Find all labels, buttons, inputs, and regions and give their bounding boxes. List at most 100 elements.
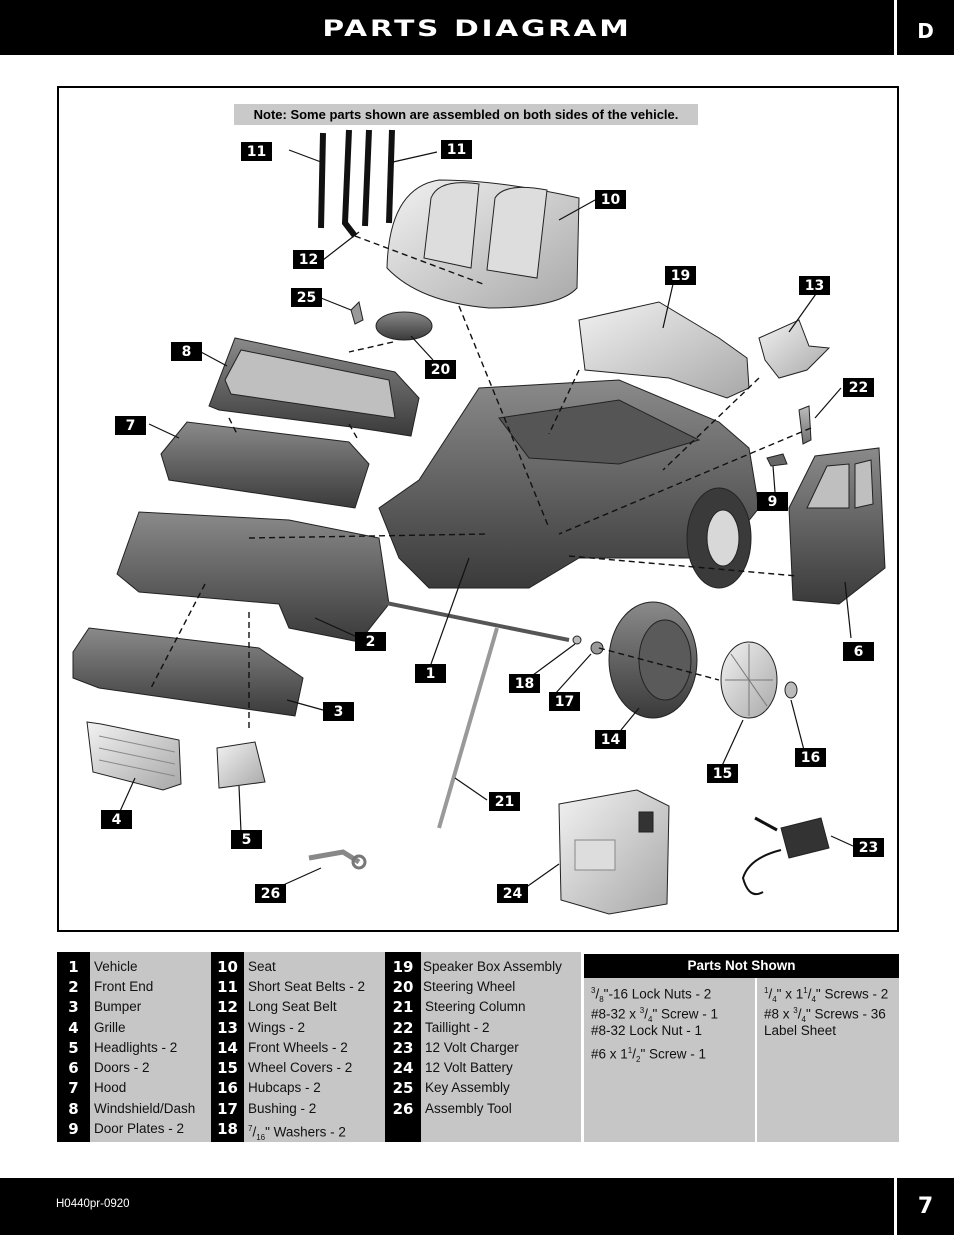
- part-number: 18: [217, 1120, 238, 1138]
- callout-20: 20: [425, 360, 456, 379]
- washer-part: [572, 635, 582, 645]
- parts-list-col2: [244, 952, 385, 1142]
- part-name: Grille: [94, 1020, 126, 1035]
- part-name: Front End: [94, 979, 154, 994]
- page-number: 7: [897, 1178, 954, 1235]
- callout-6: 6: [843, 642, 874, 661]
- grille-part: [86, 721, 182, 791]
- part-name: Wheel Covers - 2: [248, 1060, 353, 1075]
- part-number: 11: [217, 978, 238, 996]
- part-name: Long Seat Belt: [248, 999, 337, 1014]
- parts-list-col3: [421, 952, 581, 1142]
- page-title: PARTS DIAGRAM: [322, 17, 632, 42]
- callout-25: 25: [291, 288, 322, 307]
- part-number: 15: [217, 1059, 238, 1077]
- callout-9: 9: [757, 492, 788, 511]
- assembly-note: Note: Some parts shown are assembled on …: [234, 104, 698, 125]
- part-name: Hood: [94, 1080, 127, 1095]
- diagram-frame: Note: Some parts shown are assembled on …: [57, 86, 899, 932]
- part-number: 22: [392, 1019, 414, 1037]
- callout-11: 11: [441, 140, 472, 159]
- charger-part: [780, 817, 830, 859]
- part-name: Key Assembly: [425, 1080, 510, 1095]
- steering-wheel-part: [375, 311, 433, 341]
- callout-12: 12: [293, 250, 324, 269]
- part-number: 1: [68, 958, 79, 976]
- door-plate-part: [766, 453, 788, 467]
- part-name: 12 Volt Charger: [425, 1040, 519, 1055]
- callout-10: 10: [595, 190, 626, 209]
- parts-list-col1: [90, 952, 211, 1142]
- part-number: 2: [68, 978, 79, 996]
- hubcap-part: [784, 681, 798, 699]
- seat-belt-strap: [318, 132, 326, 229]
- callout-18: 18: [509, 674, 540, 693]
- part-name: Short Seat Belts - 2: [248, 979, 366, 994]
- section-tab: D: [897, 0, 954, 55]
- taillight-part: [798, 405, 812, 445]
- parts-not-shown-title: Parts Not Shown: [584, 954, 899, 978]
- part-number: 23: [392, 1039, 414, 1057]
- seat-belt-strap: [362, 129, 372, 227]
- callout-1: 1: [415, 664, 446, 683]
- not-shown-item: #8-32 Lock Nut - 1: [591, 1023, 703, 1038]
- not-shown-item: Label Sheet: [764, 1023, 837, 1038]
- part-name: Assembly Tool: [425, 1101, 512, 1116]
- not-shown-item: #6 x 11/2" Screw - 1: [591, 1046, 707, 1065]
- seat-belt-strap: [341, 129, 358, 238]
- part-number: 21: [392, 998, 414, 1016]
- part-name: Front Wheels - 2: [248, 1040, 348, 1055]
- part-number: 9: [68, 1120, 79, 1138]
- not-shown-item: #8 x 3/4" Screws - 36: [764, 1006, 886, 1025]
- callout-26: 26: [255, 884, 286, 903]
- callout-13: 13: [799, 276, 830, 295]
- parts-number-column: [57, 952, 90, 1142]
- headlight-part: [216, 741, 266, 789]
- part-number: 24: [392, 1059, 414, 1077]
- not-shown-item: 1/4" x 11/4" Screws - 2: [764, 986, 889, 1005]
- part-name: Bushing - 2: [248, 1101, 317, 1116]
- hood-part: [160, 421, 370, 509]
- callout-17: 17: [549, 692, 580, 711]
- callout-23: 23: [853, 838, 884, 857]
- callout-16: 16: [795, 748, 826, 767]
- part-number: 5: [68, 1039, 79, 1057]
- part-name: Doors - 2: [94, 1060, 150, 1075]
- bushing-part: [590, 641, 604, 655]
- axle-part: [380, 600, 570, 642]
- steering-column-part: [437, 627, 499, 829]
- part-number: 17: [217, 1100, 238, 1118]
- header-bar: [0, 0, 894, 55]
- parts-illustration: [72, 129, 886, 915]
- document-code: H0440pr-0920: [56, 1198, 130, 1210]
- footer-bar: [0, 1178, 894, 1235]
- part-number: 6: [68, 1059, 79, 1077]
- part-number: 3: [68, 998, 79, 1016]
- part-name: Taillight - 2: [425, 1020, 490, 1035]
- part-name: Bumper: [94, 999, 142, 1014]
- part-name: Speaker Box Assembly: [423, 959, 562, 974]
- part-number: 7: [68, 1079, 79, 1097]
- part-number: 16: [217, 1079, 238, 1097]
- callout-7: 7: [115, 416, 146, 435]
- part-number: 4: [68, 1019, 79, 1037]
- callout-24: 24: [497, 884, 528, 903]
- part-number: 14: [217, 1039, 238, 1057]
- callout-11: 11: [241, 142, 272, 161]
- key-part: [350, 301, 364, 325]
- part-name: Hubcaps - 2: [248, 1080, 321, 1095]
- part-name: 12 Volt Battery: [425, 1060, 513, 1075]
- callout-14: 14: [595, 730, 626, 749]
- seat-part: [386, 179, 580, 309]
- callout-4: 4: [101, 810, 132, 829]
- callout-8: 8: [171, 342, 202, 361]
- part-number: 10: [217, 958, 238, 976]
- parts-number-column: [385, 952, 421, 1142]
- part-name: Steering Wheel: [423, 979, 516, 994]
- wing-part: [758, 319, 831, 379]
- front-end-part: [116, 511, 390, 643]
- part-name: Windshield/Dash: [94, 1101, 196, 1116]
- part-number: 20: [392, 978, 414, 996]
- part-name: Door Plates - 2: [94, 1121, 185, 1136]
- part-number: 12: [217, 998, 238, 1016]
